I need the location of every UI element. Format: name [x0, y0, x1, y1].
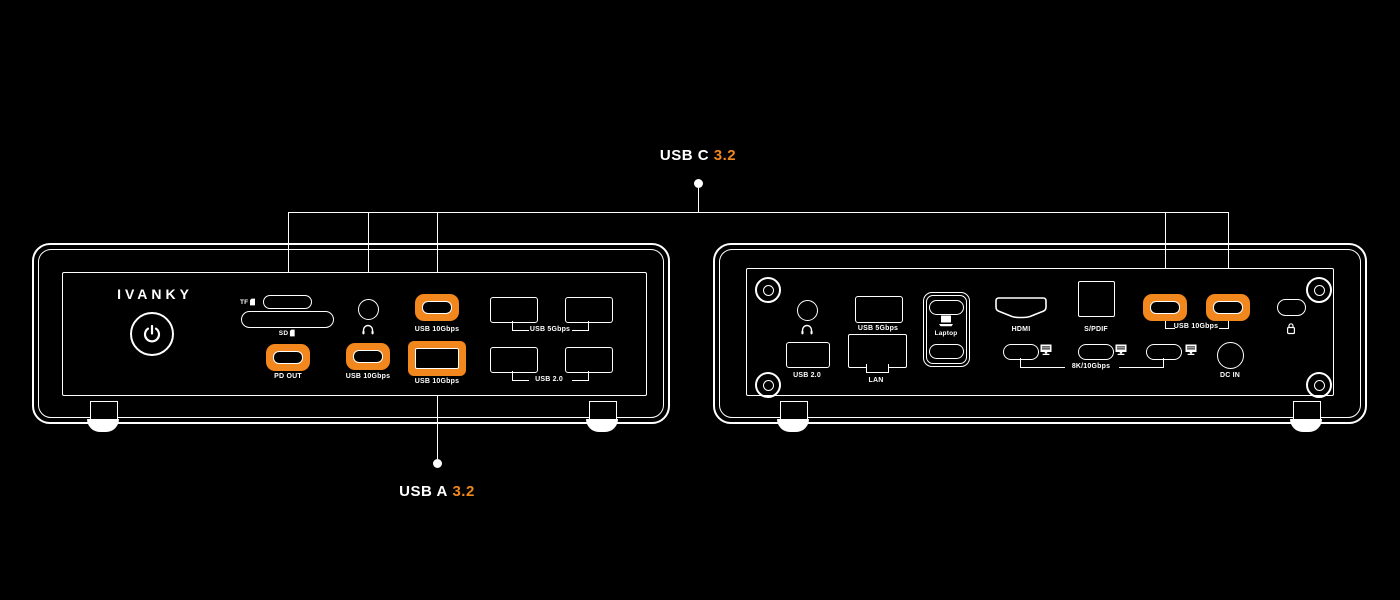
monitor-icon — [1040, 344, 1052, 355]
laptop-group-inner-outline — [926, 295, 967, 364]
sd-card-slot — [241, 311, 334, 328]
pd-out-port — [266, 344, 310, 371]
spdif-label: S/PDIF — [1084, 326, 1108, 333]
usb2-bracket-left — [512, 371, 529, 381]
usb-c-callout-version: 3.2 — [713, 147, 737, 164]
back-foot-right — [1293, 401, 1321, 421]
front-shell — [32, 243, 670, 424]
front-usba-10g-label: USB 10Gbps — [414, 378, 460, 385]
connector-line-back-usbc-1 — [1165, 212, 1166, 307]
usb2-bracket-right — [572, 371, 589, 381]
back-usba-2-label: USB 2.0 — [793, 372, 821, 379]
laptop-usbc-port-2 — [929, 344, 964, 359]
card-icon — [290, 329, 296, 337]
usb-a-callout: USB A 3.2 — [399, 483, 475, 500]
screw-icon — [755, 372, 781, 398]
lan-port-tab — [866, 364, 889, 373]
sd-slot-label: SD — [278, 328, 296, 338]
back-foot-left — [780, 401, 808, 421]
back-usbc-10g-port-2 — [1206, 294, 1250, 321]
video-bracket-right — [1119, 358, 1164, 368]
monitor-icon — [1115, 344, 1127, 355]
front-usbc-10g-top-port — [415, 294, 459, 321]
tf-label-text: TF — [240, 298, 249, 306]
front-foot-left-pad — [87, 419, 119, 432]
back-foot-right-pad — [1290, 419, 1322, 432]
usb-c-callout-stem — [698, 188, 699, 212]
usb-a-callout-version: 3.2 — [452, 483, 475, 500]
brand-logo: IVANKY — [117, 286, 193, 302]
card-icon — [250, 298, 256, 306]
front-usba-5g-label: USB 5Gbps — [529, 326, 571, 333]
video-usbc-port-3 — [1146, 344, 1182, 360]
usb-c-bus-line — [288, 212, 1229, 213]
back-audio-jack — [797, 300, 818, 321]
usb-a-callout-label: USB A — [399, 483, 448, 500]
back-shell — [713, 243, 1367, 424]
usb10g-bracket-left — [1165, 321, 1175, 329]
screw-icon — [1306, 277, 1332, 303]
front-foot-left — [90, 401, 118, 421]
hdmi-port — [995, 297, 1047, 319]
front-shell-inner — [38, 249, 664, 418]
power-button — [130, 312, 174, 356]
front-usba-2-port-1 — [490, 347, 538, 373]
hdmi-label: HDMI — [1011, 326, 1031, 333]
sd-label-text: SD — [278, 329, 289, 337]
tf-card-slot — [263, 295, 312, 309]
back-usba-5g-label: USB 5Gbps — [857, 325, 899, 332]
front-usba-5g-port-2 — [565, 297, 613, 323]
back-usbc-10g-port-1 — [1143, 294, 1187, 321]
video-usbc-port-1 — [1003, 344, 1039, 360]
back-usba-5g-port — [855, 296, 903, 323]
back-shell-inner — [719, 249, 1361, 418]
laptop-icon — [939, 315, 953, 327]
lock-icon — [1287, 323, 1296, 335]
headphone-icon — [801, 324, 813, 335]
front-foot-right-pad — [586, 419, 618, 432]
front-usbc-10g-mid-label: USB 10Gbps — [345, 373, 391, 380]
dc-in-label: DC IN — [1219, 372, 1241, 379]
usb-c-callout: USB C 3.2 — [660, 147, 736, 164]
connector-line-back-usbc-2 — [1228, 212, 1229, 307]
lan-port — [848, 334, 907, 368]
front-usba-10g-port — [408, 341, 466, 376]
kensington-slot — [1277, 299, 1306, 316]
back-foot-left-pad — [777, 419, 809, 432]
front-usba-2-label: USB 2.0 — [535, 376, 563, 383]
monitor-icon — [1185, 344, 1197, 355]
pd-out-label: PD OUT — [274, 373, 302, 380]
headphone-icon — [362, 324, 374, 335]
laptop-usbc-port-1 — [929, 300, 964, 315]
spdif-port — [1078, 281, 1115, 317]
power-icon — [143, 324, 161, 343]
usb-c-callout-dot — [694, 179, 703, 188]
screw-icon — [755, 277, 781, 303]
usb-a-callout-dot — [433, 459, 442, 468]
usb5g-bracket-right — [572, 321, 589, 331]
video-trio-label: 8K/10Gbps — [1071, 363, 1111, 370]
laptop-port-group — [923, 292, 970, 367]
usb-c-callout-label: USB C — [659, 147, 710, 164]
screw-icon — [1306, 372, 1332, 398]
usb5g-bracket-left — [512, 321, 529, 331]
front-usbc-10g-top-label: USB 10Gbps — [414, 326, 460, 333]
video-bracket-left — [1020, 358, 1065, 368]
back-usba-2-port — [786, 342, 830, 368]
front-usbc-10g-mid-port — [346, 343, 390, 370]
video-usbc-port-2 — [1078, 344, 1114, 360]
front-usba-5g-port-1 — [490, 297, 538, 323]
back-panel — [746, 268, 1334, 396]
usb10g-bracket-right — [1219, 321, 1229, 329]
front-audio-jack — [358, 299, 379, 320]
lan-label: LAN — [868, 377, 884, 384]
front-foot-right — [589, 401, 617, 421]
tf-slot-label: TF — [240, 296, 256, 308]
dc-in-port — [1217, 342, 1244, 369]
connector-line-usbc-top — [437, 212, 438, 307]
front-usba-2-port-2 — [565, 347, 613, 373]
laptop-label: Laptop — [934, 330, 958, 337]
back-usbc-10g-label: USB 10Gbps — [1173, 323, 1219, 330]
